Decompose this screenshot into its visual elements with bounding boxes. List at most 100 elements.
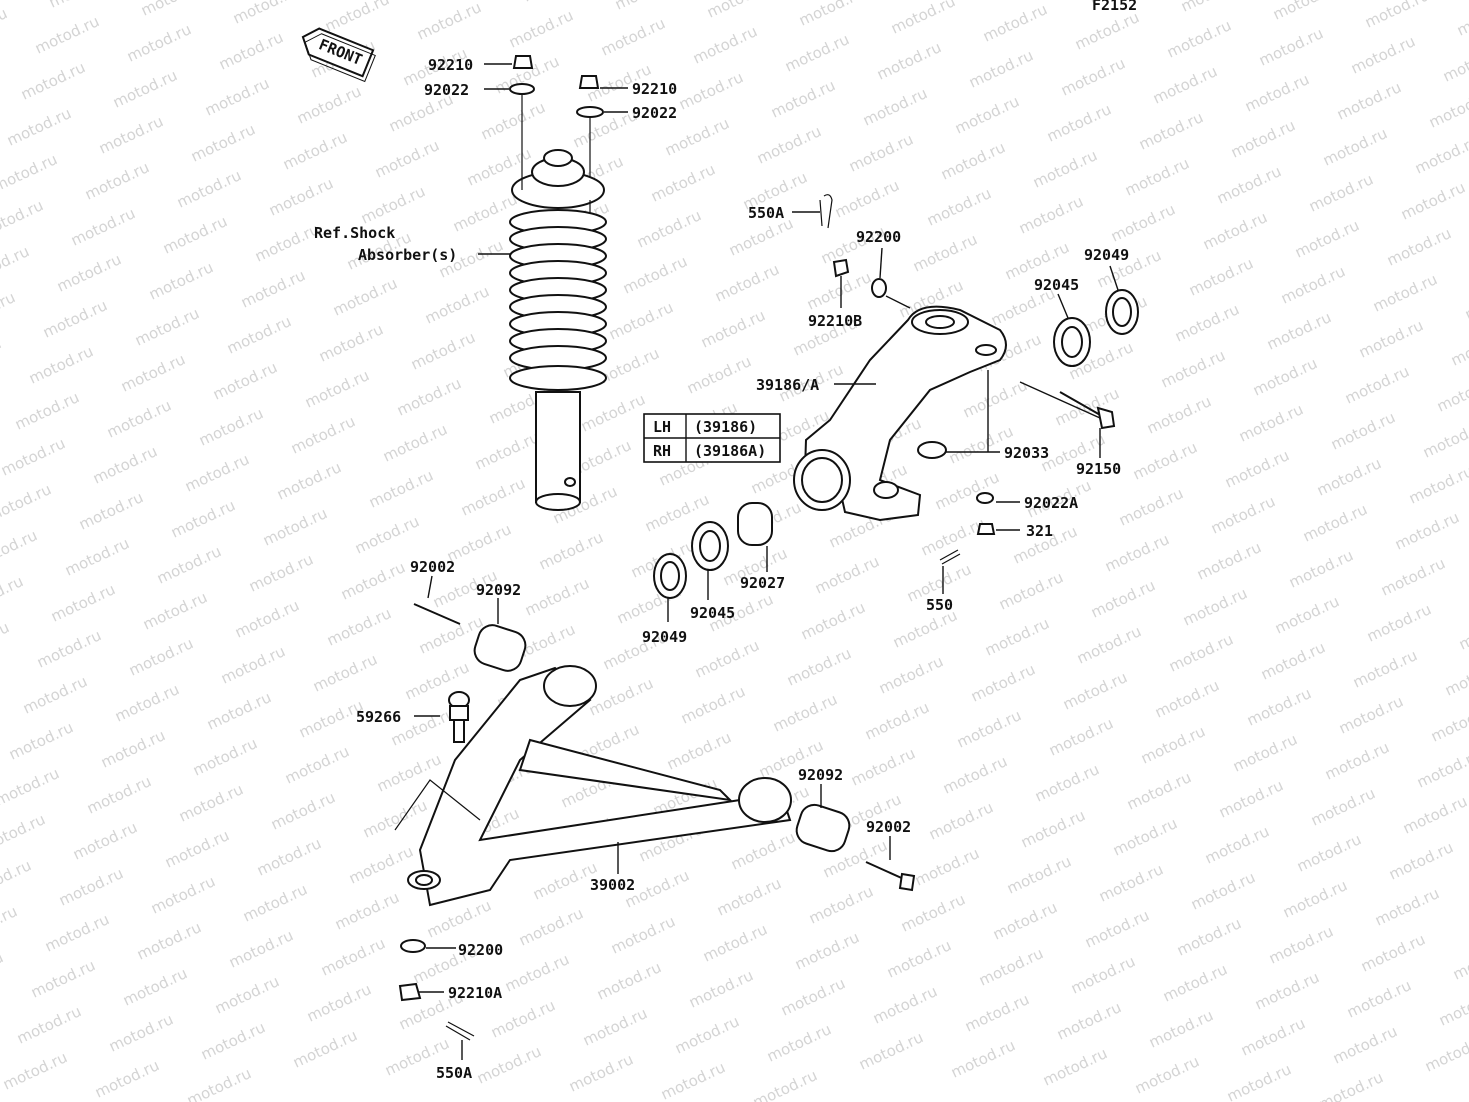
watermark-text: motod.ru — [1336, 692, 1406, 737]
watermark-text: motod.ru — [310, 650, 380, 695]
watermark-text: motod.ru — [450, 190, 520, 235]
watermark-text: motod.ru — [126, 634, 196, 679]
watermark-text: motod.ru — [196, 404, 266, 449]
washer-left-top-icon — [509, 83, 535, 95]
callout-nut-left-top: 92210 — [428, 56, 473, 74]
watermark-text: motod.ru — [268, 788, 338, 833]
watermark-text: motod.ru — [210, 358, 280, 403]
watermark-text: motod.ru — [1264, 308, 1334, 353]
watermark-text: motod.ru — [782, 30, 852, 75]
watermark-text: motod.ru — [952, 92, 1022, 137]
watermark-text: motod.ru — [1400, 792, 1469, 837]
watermark-text: motod.ru — [394, 374, 464, 419]
watermark-text: motod.ru — [594, 958, 664, 1003]
watermark-text: motod.ru — [280, 128, 350, 173]
watermark-text: motod.ru — [68, 204, 138, 249]
watermark-text: motod.ru — [106, 1010, 176, 1055]
table-side-rh: RH — [653, 442, 671, 460]
watermark-text: motod.ru — [924, 184, 994, 229]
watermark-text: motod.ru — [1172, 300, 1242, 345]
watermark-text: motod.ru — [56, 864, 126, 909]
watermark-text: motod.ru — [1406, 462, 1469, 507]
watermark-text: motod.ru — [20, 672, 90, 717]
watermark-text: motod.ru — [898, 890, 968, 935]
watermark-text: motod.ru — [1160, 960, 1230, 1005]
lower-a-arm — [394, 603, 916, 1041]
watermark-text: motod.ru — [948, 1036, 1018, 1081]
watermark-text: motod.ru — [1238, 1014, 1308, 1059]
watermark-text: motod.ru — [792, 928, 862, 973]
watermark-text: motod.ru — [374, 750, 444, 795]
watermark-text: motod.ru — [360, 796, 430, 841]
watermark-text: motod.ru — [352, 512, 422, 557]
watermark-text: motod.ru — [1292, 216, 1362, 261]
watermark-text: motod.ru — [316, 320, 386, 365]
watermark-text: motod.ru — [1030, 146, 1100, 191]
callout-nut-knuckle-top: 92210B — [808, 312, 862, 330]
watermark-text: motod.ru — [1370, 270, 1440, 315]
table-part-rh: (39186A) — [694, 442, 766, 460]
watermark-text: motod.ru — [796, 0, 866, 30]
watermark-text: motod.ru — [1442, 654, 1469, 699]
watermark-text: motod.ru — [1054, 998, 1124, 1043]
watermark-text: motod.ru — [98, 726, 168, 771]
callout-bolt-knuckle: 92150 — [1076, 460, 1121, 478]
watermark-text: motod.ru — [302, 366, 372, 411]
watermark-text: motod.ru — [1428, 700, 1469, 745]
watermark-text: motod.ru — [1450, 938, 1469, 983]
callout-bushing-arm-right: 92092 — [798, 766, 843, 784]
watermark-text: motod.ru — [1436, 984, 1469, 1029]
watermark-text: motod.ru — [134, 918, 204, 963]
watermark-text: motod.ru — [502, 950, 572, 995]
watermark-text: motod.ru — [856, 1028, 926, 1073]
watermark-text: motod.ru — [198, 1018, 268, 1063]
watermark-text: motod.ru — [168, 496, 238, 541]
watermark-text: motod.ru — [1256, 24, 1326, 69]
watermark-text: motod.ru — [1456, 608, 1469, 653]
watermark-text: motod.ru — [1300, 500, 1370, 545]
watermark-text: motod.ru — [1058, 54, 1128, 99]
shock-absorber — [509, 55, 607, 511]
nut-right-top-icon — [578, 75, 600, 89]
watermark-text: motod.ru — [874, 38, 944, 83]
callout-circlip: 92033 — [1004, 444, 1049, 462]
watermark-text: motod.ru — [1420, 416, 1469, 461]
watermark-text: motod.ru — [926, 798, 996, 843]
callout-cotter-upper: 550A — [748, 204, 784, 222]
watermark-text: motod.ru — [0, 618, 12, 663]
watermark-text: motod.ru — [1362, 0, 1432, 32]
watermark-text: motod.ru — [1194, 538, 1264, 583]
watermark-text: motod.ru — [414, 0, 484, 44]
watermark-text: motod.ru — [1272, 592, 1342, 637]
watermark-text: motod.ru — [0, 242, 32, 287]
lh-rh-table: LH (39186) RH (39186A) — [643, 413, 781, 463]
watermark-text: motod.ru — [0, 334, 4, 379]
watermark-text: motod.ru — [1158, 346, 1228, 391]
watermark-text: motod.ru — [506, 6, 576, 51]
watermark-text: motod.ru — [266, 174, 336, 219]
watermark-text: motod.ru — [580, 1004, 650, 1049]
watermark-text: motod.ru — [1146, 1006, 1216, 1051]
watermark-text: motod.ru — [1334, 78, 1404, 123]
watermark-text: motod.ru — [1358, 930, 1428, 975]
washer-right-top-icon — [576, 106, 604, 118]
watermark-text: motod.ru — [932, 468, 1002, 513]
watermark-text: motod.ru — [1060, 668, 1130, 713]
watermark-text: motod.ru — [212, 972, 282, 1017]
watermark-text: motod.ru — [246, 550, 316, 595]
watermark-text: motod.ru — [1102, 530, 1172, 575]
watermark-text: motod.ru — [1244, 684, 1314, 729]
watermark-text: motod.ru — [42, 910, 112, 955]
watermark-text: motod.ru — [202, 74, 272, 119]
steering-knuckle — [793, 305, 1007, 522]
watermark-text: motod.ru — [288, 412, 358, 457]
watermark-text: motod.ru — [488, 996, 558, 1041]
watermark-text: motod.ru — [1188, 868, 1258, 913]
watermark-text: motod.ru — [1088, 576, 1158, 621]
watermark-text: motod.ru — [536, 528, 606, 573]
watermark-text: motod.ru — [148, 872, 218, 917]
watermark-text: motod.ru — [1214, 162, 1284, 207]
watermark-text: motod.ru — [190, 734, 260, 779]
watermark-text: motod.ru — [0, 288, 18, 333]
watermark-text: motod.ru — [1328, 408, 1398, 453]
